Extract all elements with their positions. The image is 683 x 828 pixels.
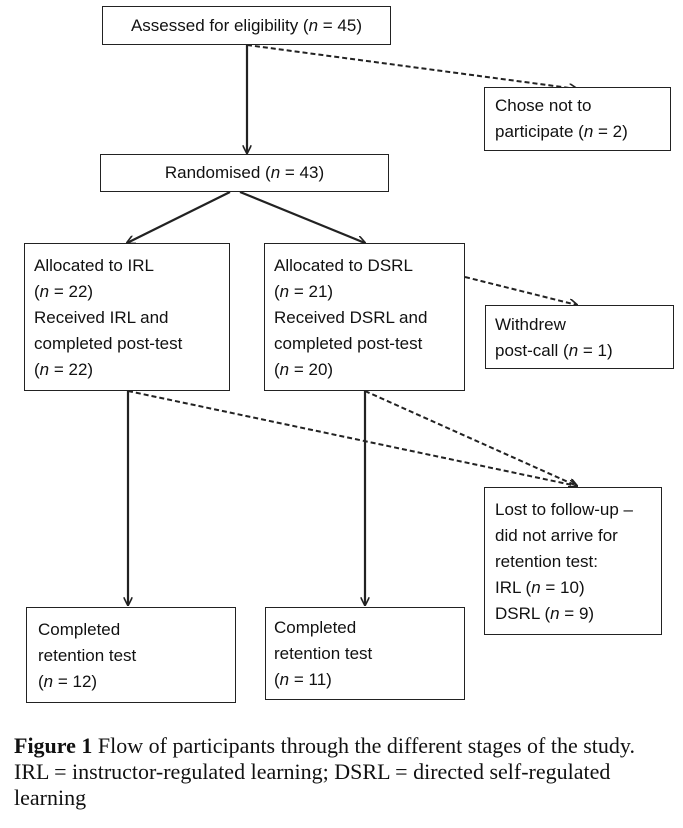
irl-n-symbol: n [39,282,50,301]
flow-connectors [0,44,683,720]
dsrl-n-symbol: n [279,282,290,301]
figure-label: Figure 1 [14,733,93,758]
irl-line2: (n = 22) [34,279,229,305]
lost-line4: IRL (n = 10) [495,575,661,601]
dsrl-allocation-box: Allocated to DSRL (n = 21) Received DSRL… [264,243,465,391]
completed-dsrl-line2: retention test [274,644,373,663]
assessed-label: Assessed for eligibility ( [130,16,309,35]
lost-irl-label: IRL ( [495,578,532,597]
dsrl-received-count: = 20) [289,360,334,379]
withdrew-label: post-call ( [495,341,569,360]
completed-dsrl-box: Completed retention test (n = 11) [265,607,465,700]
irl-line4: completed post-test [34,334,183,353]
completed-irl-box: Completed retention test (n = 12) [26,607,236,703]
assessed-n-symbol: n [308,16,319,35]
completed-irl-line2: retention test [38,646,137,665]
dsrl-allocated-count: = 21) [289,282,334,301]
randomised-n-symbol: n [270,163,281,182]
completed-dsrl-n-symbol: n [279,670,290,689]
dsrl-line3: Received DSRL and [274,308,428,327]
irl-allocated-count: = 22) [49,282,94,301]
lost-irl-count: = 10) [540,578,585,597]
withdrew-line1: Withdrew [495,315,566,334]
completed-irl-line1: Completed [38,620,121,639]
figure-caption: Figure 1 Flow of participants through th… [14,733,674,811]
arrow-randomised-to-dsrl [239,190,365,243]
irl-n-symbol-2: n [39,360,50,379]
lost-line5: DSRL (n = 9) [495,601,661,627]
withdrew-box: Withdrew post-call (n = 1) [485,305,674,369]
arrow-dsrl-to-withdrew [464,276,577,305]
completed-irl-count: = 12) [53,672,98,691]
figure-caption-text: Flow of participants through the differe… [14,733,635,810]
lost-line1: Lost to follow-up – [495,500,633,519]
dsrl-n-symbol-2: n [279,360,290,379]
randomised-count: = 43) [280,163,325,182]
completed-irl-n-symbol: n [43,672,54,691]
dsrl-line4: completed post-test [274,334,423,353]
lost-irl-n-symbol: n [531,578,541,597]
irl-received-count: = 22) [49,360,94,379]
irl-line3: Received IRL and [34,308,169,327]
completed-dsrl-open: ( [274,670,280,689]
arrow-dsrl-to-lost [364,390,577,486]
chose-not-box: Chose not to participate (n = 2) [484,87,671,151]
irl-line1: Allocated to IRL [34,256,155,275]
chose-not-line1: Chose not to [495,96,592,115]
randomised-box: Randomised (n = 43) [100,154,389,192]
dsrl-line5-open: ( [274,360,280,379]
chose-not-count: = 2) [593,122,628,141]
arrow-irl-to-lost [127,390,577,486]
completed-dsrl-line1: Completed [274,618,357,637]
irl-line5: (n = 22) [34,357,229,383]
chose-not-line2: participate (n = 2) [495,119,670,145]
chose-not-n-symbol: n [583,122,594,141]
lost-to-follow-up-box: Lost to follow-up – did not arrive for r… [484,487,662,635]
randomised-text: Randomised (n = 43) [101,160,388,186]
completed-dsrl-count: = 11) [289,670,332,689]
lost-dsrl-label: DSRL ( [495,604,551,623]
chose-not-label: participate ( [495,122,584,141]
randomised-label: Randomised ( [164,163,271,182]
dsrl-line2-open: ( [274,282,280,301]
assessed-box: Assessed for eligibility (n = 45) [102,6,391,45]
lost-dsrl-count: = 9) [559,604,595,623]
arrow-assessed-to-chose-not [246,44,577,89]
dsrl-line1: Allocated to DSRL [274,256,413,275]
withdrew-n-symbol: n [568,341,579,360]
irl-allocation-box: Allocated to IRL (n = 22) Received IRL a… [24,243,230,391]
lost-line2: did not arrive for [495,526,618,545]
withdrew-count: = 1) [578,341,613,360]
lost-dsrl-n-symbol: n [550,604,560,623]
withdrew-line2: post-call (n = 1) [495,338,673,364]
irl-line5-open: ( [34,360,40,379]
lost-line3: retention test: [495,552,599,571]
completed-irl-line3: (n = 12) [38,669,235,695]
irl-line2-open: ( [34,282,40,301]
assessed-count: = 45) [318,16,363,35]
completed-irl-open: ( [38,672,44,691]
assessed-text: Assessed for eligibility (n = 45) [103,13,390,39]
arrow-randomised-to-irl [127,191,231,243]
completed-dsrl-line3: (n = 11) [274,667,464,693]
dsrl-line5: (n = 20) [274,357,464,383]
dsrl-line2: (n = 21) [274,279,464,305]
